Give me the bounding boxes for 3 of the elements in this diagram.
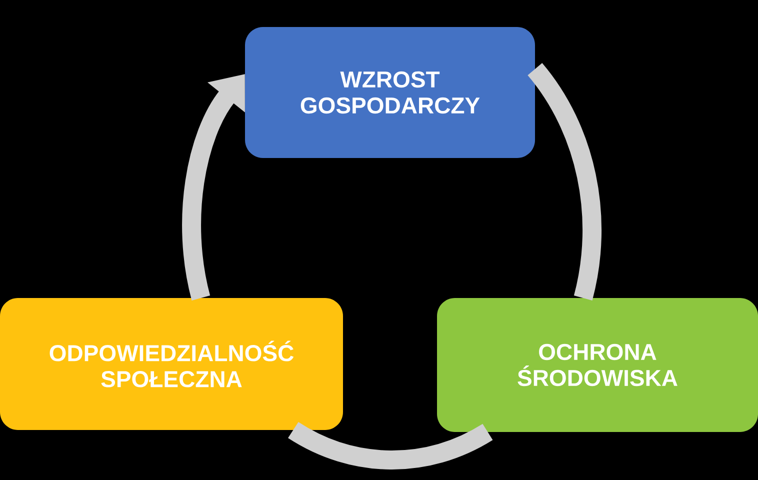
process-box: OCHRONA ŚRODOWISKA xyxy=(437,298,758,432)
process-box: WZROST GOSPODARCZY xyxy=(245,27,535,158)
process-box: ODPOWIEDZIALNOŚĆ SPOŁECZNA xyxy=(0,298,343,430)
